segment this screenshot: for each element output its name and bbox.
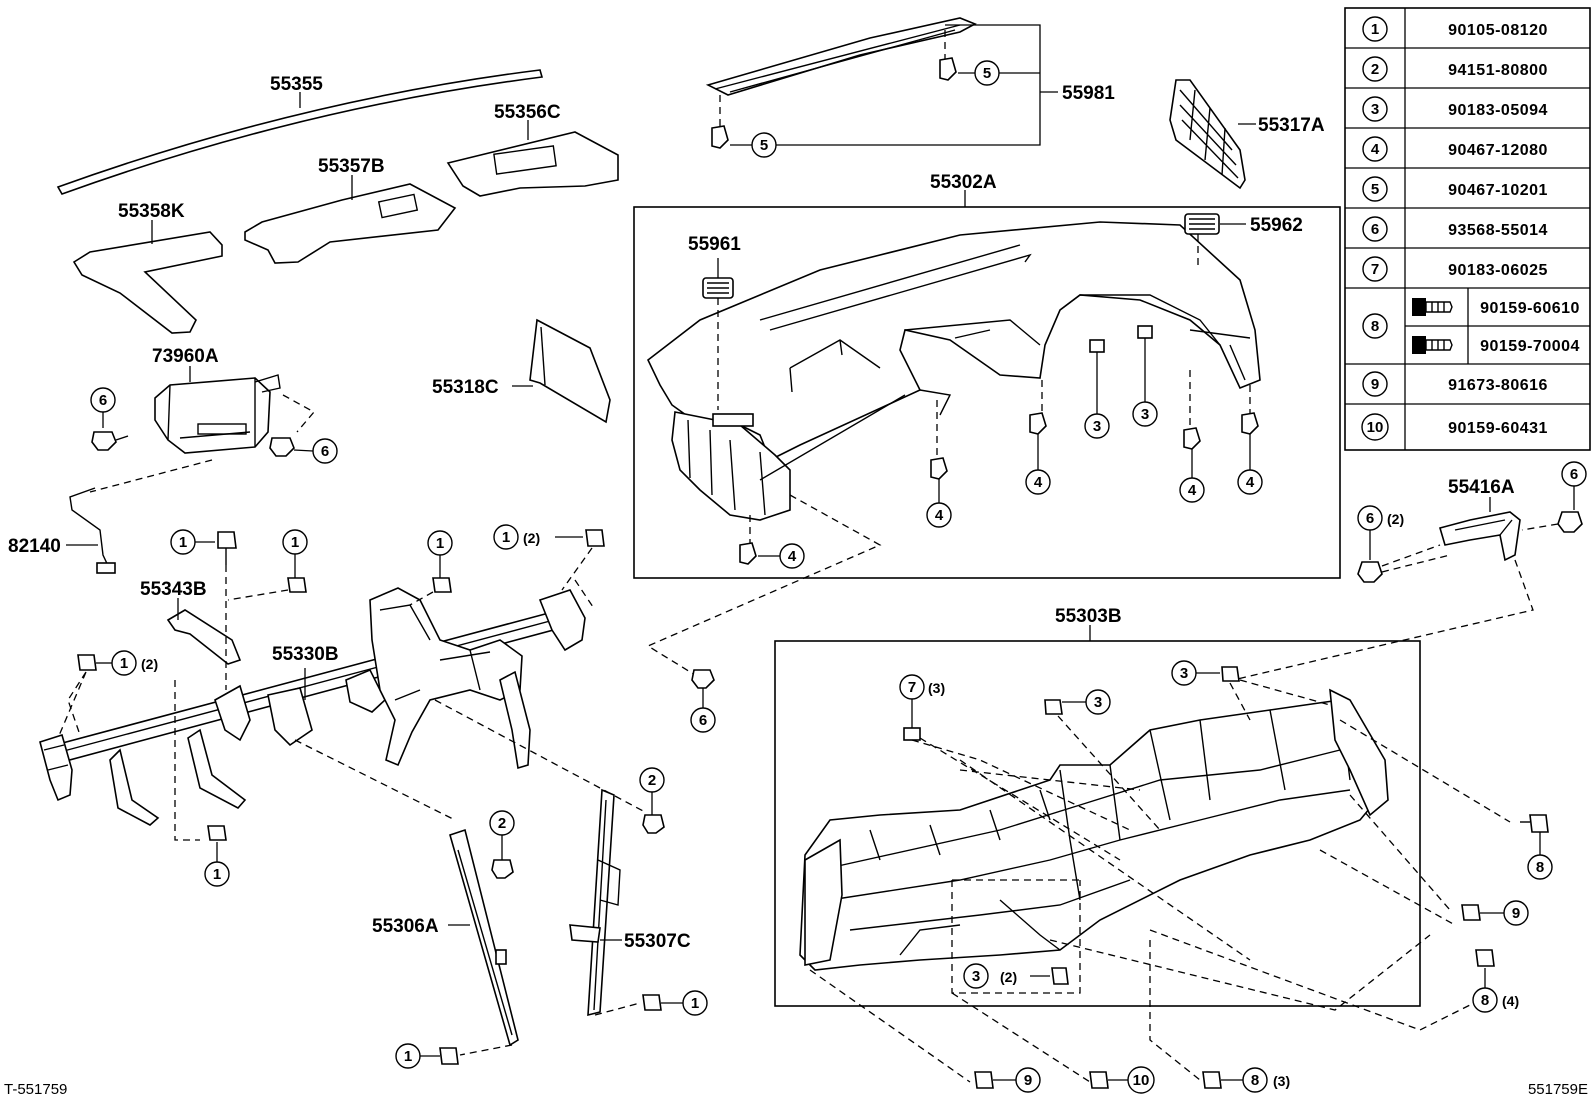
label-55303B: 55303B [1055,606,1122,627]
svg-text:9: 9 [1512,905,1520,922]
svg-text:2: 2 [648,772,656,789]
svg-text:3: 3 [1093,418,1101,435]
panel-55356C [446,131,619,197]
svg-text:2: 2 [498,815,506,832]
legend-part-3: 90183-05094 [1448,102,1548,119]
frame-55303B [799,699,1386,971]
footer-left-code: T-551759 [4,1081,67,1098]
svg-text:1: 1 [691,995,699,1012]
label-55356C: 55356C [494,102,561,123]
legend-part-7: 90183-06025 [1448,262,1548,279]
wire-harness-82140 [69,487,111,571]
airbag-73960A [154,377,271,454]
legend-part-4: 90467-12080 [1448,142,1548,159]
label-55416A: 55416A [1448,477,1515,498]
svg-text:6: 6 [99,392,107,409]
svg-text:1: 1 [179,534,187,551]
svg-text:8: 8 [1371,318,1379,335]
label-82140: 82140 [8,536,61,557]
svg-text:7: 7 [908,679,916,696]
label-55307C: 55307C [624,931,691,952]
label-55961: 55961 [688,234,741,255]
svg-text:4: 4 [1188,482,1197,499]
svg-text:1: 1 [502,529,510,546]
label-55357B: 55357B [318,156,385,177]
legend-part-8b: 90159-70004 [1480,338,1580,355]
legend-part-9: 91673-80616 [1448,377,1548,394]
svg-text:3: 3 [972,968,980,985]
svg-text:4: 4 [1371,141,1380,158]
svg-text:8: 8 [1251,1072,1259,1089]
box-55303B [774,640,1421,1007]
label-55343B: 55343B [140,579,207,600]
svg-text:6: 6 [1570,466,1578,483]
label-55318C: 55318C [432,377,499,398]
label-55355: 55355 [270,74,323,95]
svg-text:10: 10 [1367,419,1384,436]
svg-text:2: 2 [1371,61,1379,78]
legend-part-2: 94151-80800 [1448,62,1548,79]
svg-text:8: 8 [1481,992,1489,1009]
svg-text:4: 4 [1246,474,1255,491]
label-73960A: 73960A [152,346,219,367]
panel-55357B [244,183,457,264]
svg-text:6: 6 [321,443,329,460]
svg-text:3: 3 [1141,406,1149,423]
label-55358K: 55358K [118,201,185,222]
svg-text:(2): (2) [141,656,158,672]
bracket-55416A [1439,511,1521,562]
svg-text:9: 9 [1371,376,1379,393]
legend-part-5: 90467-10201 [1448,182,1548,199]
bolt-icon [1412,336,1453,354]
svg-text:6: 6 [699,712,707,729]
svg-text:6: 6 [1366,510,1374,527]
svg-text:8: 8 [1536,859,1544,876]
side-panel-55318C [529,318,611,424]
svg-text:4: 4 [788,548,797,565]
label-55317A: 55317A [1258,115,1325,136]
svg-text:5: 5 [983,65,991,82]
label-55306A: 55306A [372,916,439,937]
svg-text:(2): (2) [1000,969,1017,985]
svg-text:6: 6 [1371,221,1379,238]
svg-text:3: 3 [1094,694,1102,711]
svg-text:1: 1 [1371,21,1379,38]
svg-text:1: 1 [291,534,299,551]
svg-text:(3): (3) [928,680,945,696]
svg-text:10: 10 [1133,1072,1150,1089]
footer-right-code: 551759E [1528,1081,1588,1098]
label-55981: 55981 [1062,83,1115,104]
box-55302A [633,206,1341,579]
svg-text:4: 4 [1034,474,1043,491]
legend-part-8a: 90159-60610 [1480,300,1580,317]
svg-text:(2): (2) [1387,511,1404,527]
svg-text:(4): (4) [1502,993,1519,1009]
instrument-panel-55302A [646,221,1261,462]
svg-text:9: 9 [1024,1072,1032,1089]
label-55302A: 55302A [930,172,997,193]
svg-text:(2): (2) [523,530,540,546]
svg-text:(3): (3) [1273,1073,1290,1089]
legend-part-1: 90105-08120 [1448,22,1548,39]
svg-text:1: 1 [436,535,444,552]
windshield-strip-part [56,69,544,195]
legend-table: 1 90105-08120 2 94151-80800 3 90183-0509… [1344,7,1591,451]
panel-55358K [72,231,223,334]
svg-text:4: 4 [935,507,944,524]
svg-text:1: 1 [404,1048,412,1065]
bolt-icon [1412,298,1453,316]
legend-part-6: 93568-55014 [1448,222,1548,239]
svg-text:5: 5 [760,137,768,154]
legend-part-10: 90159-60431 [1448,420,1548,437]
svg-text:1: 1 [213,866,221,883]
label-55962: 55962 [1250,215,1303,236]
svg-text:3: 3 [1180,665,1188,682]
svg-text:3: 3 [1371,101,1379,118]
svg-text:1: 1 [120,655,128,672]
svg-text:5: 5 [1371,181,1379,198]
svg-text:7: 7 [1371,261,1379,278]
label-55330B: 55330B [272,644,339,665]
